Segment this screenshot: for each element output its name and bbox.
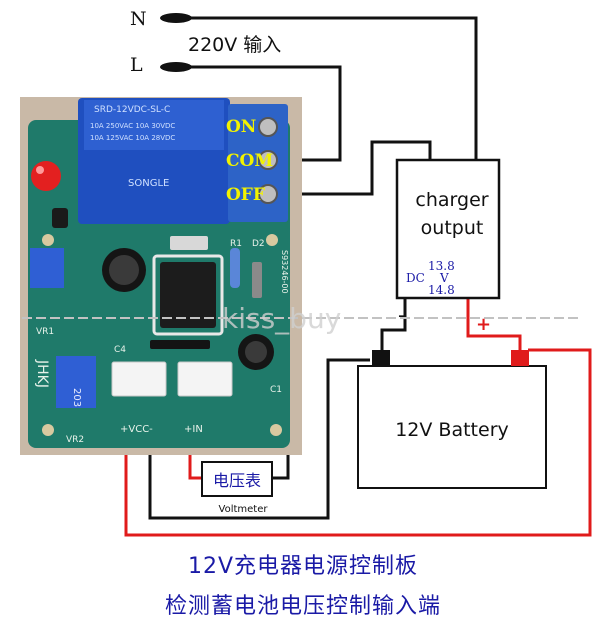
voltmeter-label-cn: 电压表 [213, 471, 261, 490]
terminal-screw-off [258, 184, 278, 204]
terminal-com-label: COM [226, 151, 273, 171]
battery: 12V Battery [357, 350, 547, 489]
vr2-label: VR2 [66, 435, 84, 445]
vcc-label: +VCC- [120, 424, 153, 435]
in-label: +IN [184, 424, 203, 435]
wire-vcc-minus [148, 358, 370, 520]
diode-d1 [150, 340, 210, 349]
ic-chip [160, 262, 216, 328]
r1-label: R1 [230, 239, 242, 249]
charger-unit: V [439, 271, 449, 285]
charger-outline [395, 158, 501, 300]
relay-text-2: 10A 250VAC 10A 30VDC [90, 122, 175, 130]
connector-in [177, 361, 233, 397]
charger-plus-label: + [476, 314, 491, 335]
relay-control-board: SRD-12VDC-SL-C 10A 250VAC 10A 30VDC 10A … [20, 97, 302, 455]
charger-v-low: 14.8 [428, 283, 455, 297]
terminal-off-label: OFF [226, 185, 265, 205]
pot-code: 203 [71, 388, 82, 407]
potentiometer-vr1 [30, 248, 64, 288]
relay-brand: SONGLE [128, 178, 169, 189]
ic-socket [152, 254, 224, 336]
wire-n-to-charger [180, 16, 478, 160]
charger-box: charger output 13.8 DC V 14.8 - + [395, 158, 501, 335]
caption-line-1: 12V充电器电源控制板 [187, 554, 419, 579]
transistor [52, 208, 68, 228]
voltmeter-label-en: Voltmeter [219, 504, 269, 515]
mount-hole [42, 424, 54, 436]
battery-label: 12V Battery [395, 419, 509, 441]
led-red [31, 161, 61, 191]
resistor [230, 248, 240, 288]
mains-input-label: 220V 输入 [188, 34, 281, 56]
mount-hole [270, 424, 282, 436]
n-label: N [130, 8, 147, 30]
battery-plus-terminal [511, 350, 529, 366]
terminal-screw-on [258, 117, 278, 137]
watermark-text: kiss_buy [222, 302, 341, 335]
terminal-screw-com [258, 150, 278, 170]
voltmeter: 电压表 Voltmeter [201, 461, 273, 515]
wire-charger-minus [380, 298, 407, 352]
d2-label: D2 [252, 239, 265, 249]
l-label: L [130, 54, 143, 76]
potentiometer-vr2 [56, 356, 96, 408]
relay-text-1: SRD-12VDC-SL-C [94, 105, 170, 115]
wire-charger-plus [466, 298, 522, 350]
vr1-label: VR1 [36, 327, 54, 337]
mains-terminals: N L 220V 输入 [130, 8, 281, 76]
wire-l-to-com [180, 65, 342, 162]
relay-top [84, 100, 224, 150]
battery-minus-terminal [372, 350, 390, 366]
l-terminal-icon [160, 62, 192, 72]
caption-line-2: 检测蓄电池电压控制输入端 [164, 594, 441, 619]
jumper [170, 236, 208, 250]
capacitor-c1-top [245, 341, 267, 363]
mount-hole [42, 234, 54, 246]
wire-battery-plus-loop [124, 348, 592, 537]
charger-dc: DC [406, 271, 425, 285]
charger-v-high: 13.8 [428, 259, 455, 273]
led-highlight [36, 166, 44, 174]
watermark: kiss_buy [22, 302, 580, 335]
board-edge-text: JHKJ [34, 359, 50, 388]
diode-d2 [252, 262, 262, 298]
capacitor-large-top [109, 255, 139, 285]
c4-label: C4 [114, 345, 126, 355]
c1-label: C1 [270, 385, 282, 395]
relay-text-3: 10A 125VAC 10A 28VDC [90, 134, 175, 142]
battery-body [357, 365, 547, 489]
wire-off-to-charger [268, 140, 432, 196]
charger-minus-label: - [398, 303, 405, 327]
connector-vcc [111, 361, 167, 397]
terminal-on-label: ON [226, 117, 256, 137]
charger-line2: output [421, 217, 484, 239]
charger-line1: charger [415, 189, 488, 211]
n-terminal-icon [160, 13, 192, 23]
pcb-code: S93246-00 [280, 250, 289, 294]
mount-hole [266, 234, 278, 246]
voltmeter-box [201, 461, 273, 497]
